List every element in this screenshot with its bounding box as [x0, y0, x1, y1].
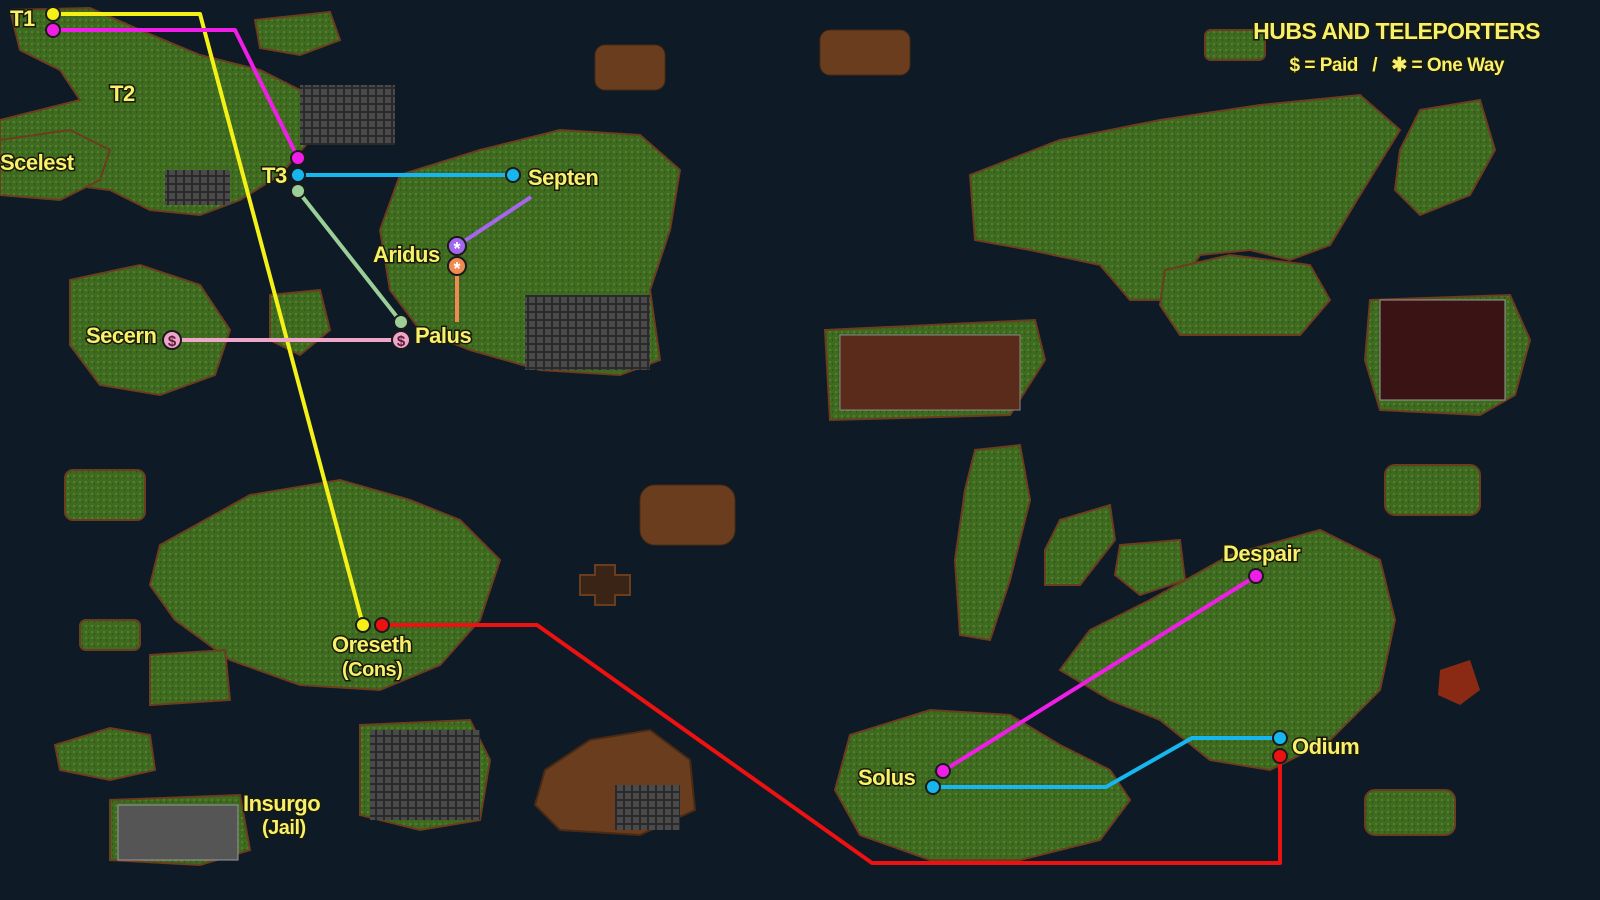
route-lightgreen	[296, 189, 403, 324]
building-center	[839, 334, 1021, 411]
label-aridus: Aridus	[373, 242, 440, 267]
island-oreseth	[148, 478, 502, 692]
building-west-2	[79, 619, 141, 651]
label-oreseth: Oreseth	[332, 632, 412, 657]
marker-aridus-one-way-orange[interactable]: *	[447, 256, 467, 279]
route-yellow	[53, 12, 365, 626]
place-labels: T1 T2 T3 Scelest Septen Aridus Secern Pa…	[0, 5, 1361, 841]
label-t2: T2	[110, 81, 135, 106]
island-secern	[69, 263, 232, 397]
building-insurgo	[117, 804, 239, 861]
route-magenta-nw	[53, 28, 300, 159]
island-scelest	[0, 128, 112, 202]
island-diagonal	[1044, 503, 1117, 586]
dot-oreseth-red[interactable]	[374, 617, 390, 633]
legend-key: $ = Paid / ✱ = One Way	[1290, 55, 1505, 76]
svg-text:*: *	[453, 259, 460, 279]
dot-t3-cyan[interactable]	[290, 167, 306, 183]
label-insurgo: Insurgo	[243, 791, 320, 816]
island-long	[953, 443, 1032, 642]
label-oreseth-sub: (Cons)	[342, 659, 402, 681]
building-nw-2	[165, 170, 230, 205]
label-septen: Septen	[528, 165, 598, 190]
lava-patch	[1438, 660, 1480, 705]
label-odium: Odium	[1292, 734, 1359, 759]
island-sw-2	[149, 648, 232, 707]
svg-text:*: *	[453, 239, 460, 259]
route-purple	[455, 195, 533, 248]
building-ne-corner	[1204, 29, 1266, 61]
svg-text:$: $	[397, 333, 406, 350]
building-nw-1	[300, 85, 395, 145]
building-west	[64, 469, 146, 521]
label-insurgo-sub: (Jail)	[262, 817, 306, 839]
marker-palus-paid[interactable]: $	[391, 330, 411, 350]
building-se-small	[1364, 789, 1456, 836]
building-east-2	[1384, 464, 1481, 516]
building-south	[370, 730, 480, 820]
dot-odium-red[interactable]	[1272, 748, 1288, 764]
legend-title: HUBS AND TELEPORTERS	[1253, 18, 1540, 44]
route-magenta-se	[941, 574, 1258, 773]
route-cyan-se	[933, 736, 1280, 789]
dot-t3-green[interactable]	[290, 183, 306, 199]
island-far-ne	[1393, 98, 1497, 217]
building-north-2	[594, 44, 666, 91]
label-secern: Secern	[86, 323, 156, 348]
islands	[0, 6, 1532, 867]
island-sw-1	[53, 726, 157, 782]
island-small-mid	[1113, 538, 1187, 597]
dot-palus-green[interactable]	[393, 314, 409, 330]
marker-secern-paid[interactable]: $	[162, 330, 182, 350]
dot-solus-cyan[interactable]	[925, 779, 941, 795]
cross-island	[579, 564, 631, 606]
building-south-2	[615, 785, 680, 830]
hub-dots	[45, 6, 1288, 795]
label-solus: Solus	[858, 765, 916, 790]
dot-odium-cyan[interactable]	[1272, 730, 1288, 746]
island-se	[1058, 528, 1397, 772]
label-despair: Despair	[1223, 541, 1301, 566]
legend: HUBS AND TELEPORTERS $ = Paid / ✱ = One …	[1252, 17, 1543, 78]
svg-text:$: $	[168, 333, 177, 350]
dot-t1-magenta[interactable]	[45, 22, 61, 38]
building-east	[1379, 299, 1506, 401]
label-t1: T1	[10, 6, 35, 31]
routes	[53, 12, 1282, 865]
dot-t3-magenta[interactable]	[290, 150, 306, 166]
special-markers: * * $ $	[162, 236, 467, 350]
label-t3: T3	[262, 163, 287, 188]
island-ne	[968, 93, 1402, 301]
island-ne-south	[1158, 253, 1332, 336]
route-red	[382, 623, 1282, 865]
dot-oreseth-yellow[interactable]	[355, 617, 371, 633]
label-palus: Palus	[415, 323, 471, 348]
dot-solus-magenta[interactable]	[935, 763, 951, 779]
building-mid-dirt	[639, 484, 736, 546]
building-palus	[525, 295, 650, 370]
dot-t1-yellow[interactable]	[45, 6, 61, 22]
island-north-small	[253, 10, 342, 57]
dot-septen-cyan[interactable]	[505, 167, 521, 183]
dot-despair-magenta[interactable]	[1248, 568, 1264, 584]
marker-aridus-one-way-purple[interactable]: *	[447, 236, 467, 259]
label-scelest: Scelest	[0, 150, 75, 175]
building-north-center	[819, 29, 911, 76]
